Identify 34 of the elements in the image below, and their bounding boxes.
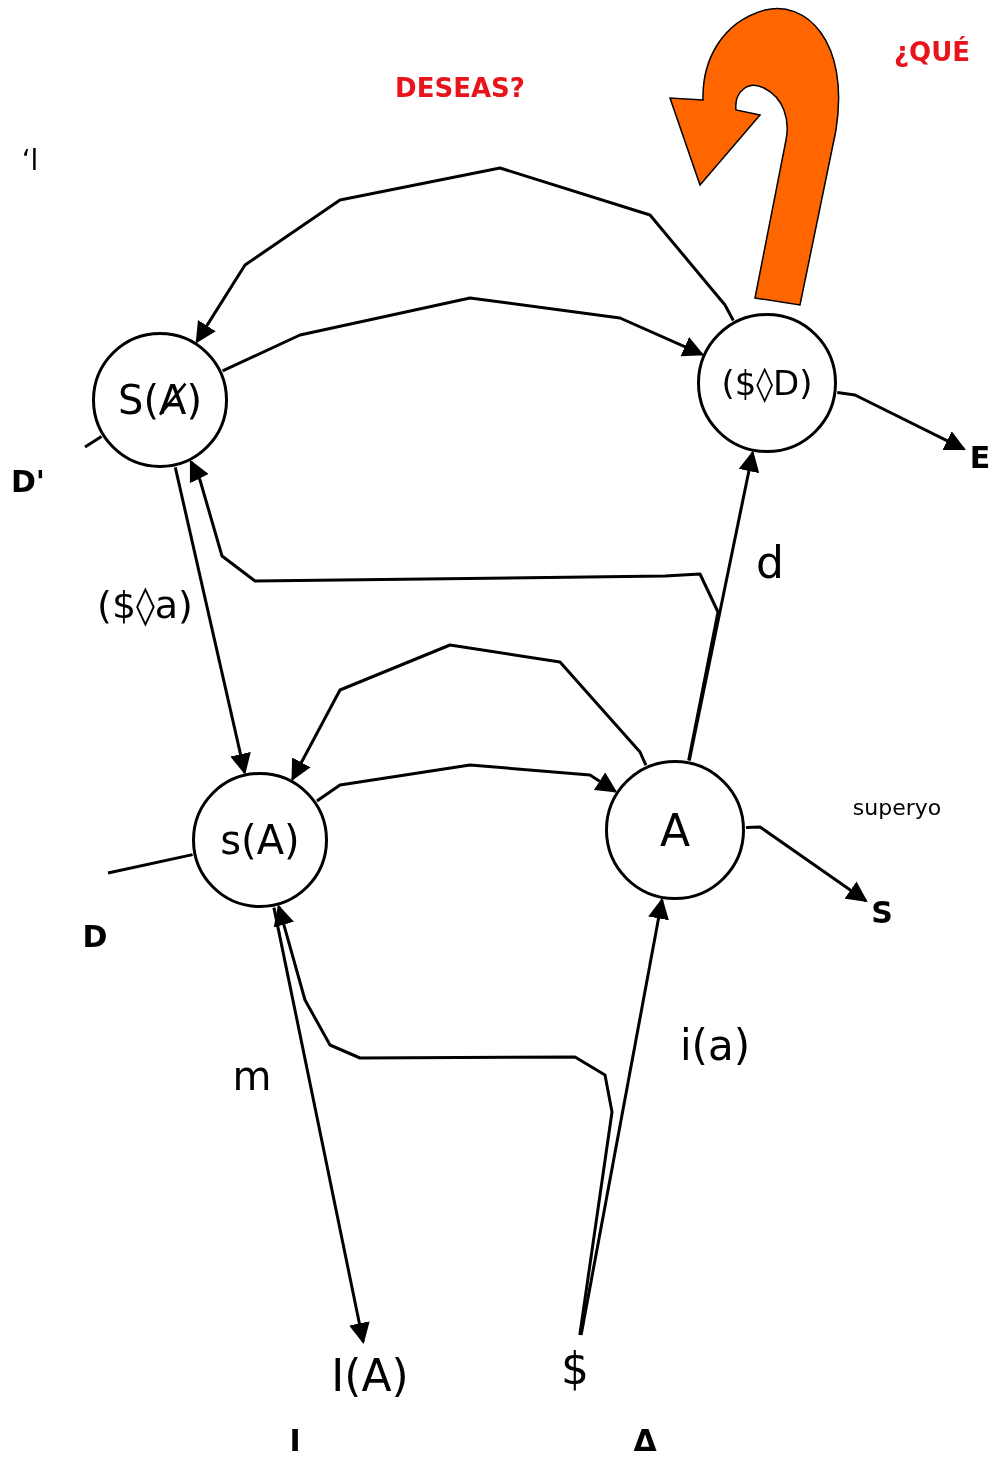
text-label: Δ — [633, 1422, 657, 1457]
text-label: i(a) — [679, 1020, 751, 1070]
arrow — [272, 907, 370, 1345]
arrow — [221, 296, 704, 373]
text-label: superyo — [852, 794, 942, 820]
node-label: S — [871, 894, 893, 930]
text-label: ($◊a) — [97, 583, 193, 627]
line — [84, 435, 103, 449]
text-label: ¿QUÉ — [893, 37, 971, 67]
text-label: d — [756, 536, 784, 588]
arrow — [173, 466, 251, 775]
node-label: I(A) — [331, 1349, 409, 1401]
arrow — [837, 391, 966, 451]
arrow — [291, 643, 648, 781]
node-label: S(Ⱥ) — [118, 377, 202, 423]
arrow — [273, 904, 614, 1336]
node-label: s(A) — [220, 817, 300, 863]
text-label: D' — [10, 463, 46, 499]
node-label: E — [969, 439, 991, 475]
text-label: ‘l — [21, 143, 39, 177]
arrow — [579, 897, 669, 1336]
arrow — [316, 763, 618, 803]
text-label: D — [82, 918, 108, 954]
arrow — [195, 166, 735, 344]
text-label: m — [232, 1053, 272, 1099]
text-label: I — [289, 1422, 301, 1457]
text-label: DESEAS? — [395, 73, 525, 103]
node-label: ($◊D) — [721, 363, 813, 403]
arrow — [189, 459, 720, 761]
arrow — [745, 825, 868, 903]
node-label: A — [659, 804, 691, 856]
node-label: $ — [561, 1342, 589, 1394]
line — [107, 853, 193, 875]
arrow — [687, 450, 760, 761]
